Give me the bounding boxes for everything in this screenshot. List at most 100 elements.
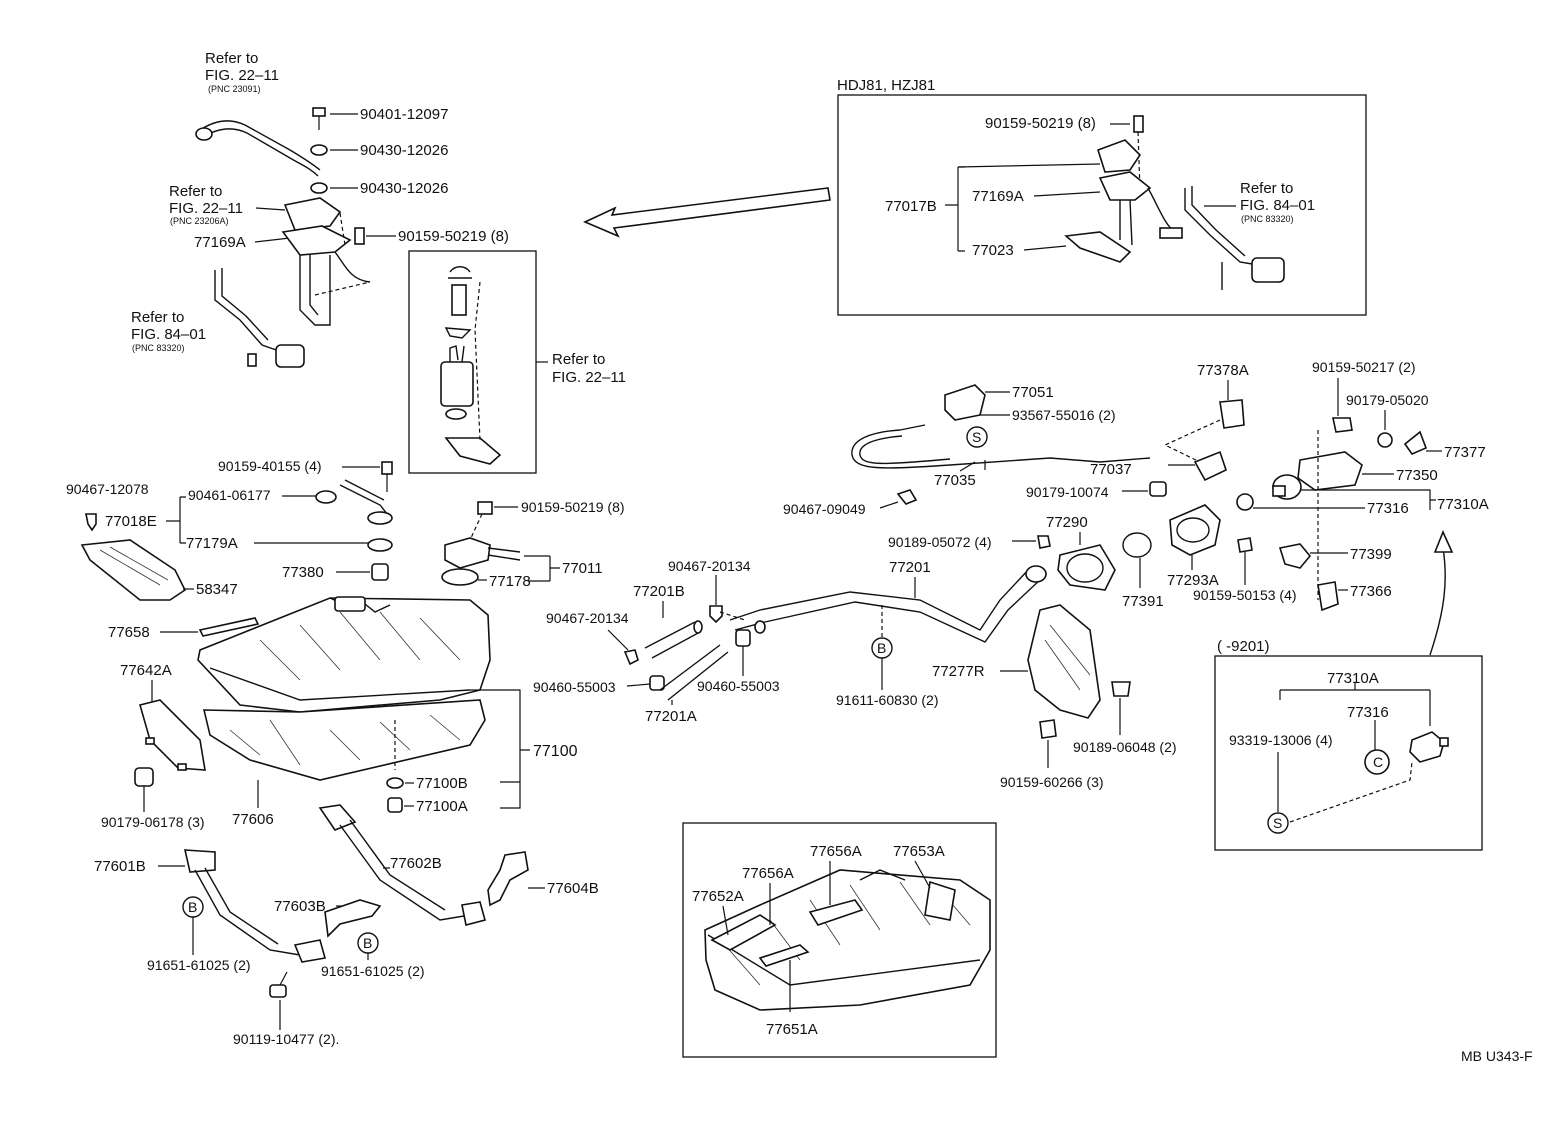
nut-90179-06178: 90179-06178 (3) <box>101 767 205 830</box>
label-90159-50219-a: 90159-50219 (8) <box>398 228 509 245</box>
label-77606: 77606 <box>232 811 274 828</box>
bolt-symbol-b-b: B 91651-61025 (2) <box>321 932 425 979</box>
ref-fig-84-01-a: Refer to FIG. 84–01 (PNC 83320) <box>131 309 206 353</box>
filler-pipe-77201: 77201 <box>719 559 1047 643</box>
label-90467-20134-b: 90467-20134 <box>546 610 629 626</box>
label-77310a-a: 77310A <box>1437 496 1489 513</box>
pnc-23206a-text: (PNC 23206A) <box>170 216 229 226</box>
label-90460-55003-a: 90460-55003 <box>533 679 616 695</box>
gasket-77316-a: 77316 <box>1236 493 1409 517</box>
label-77178: 77178 <box>489 573 531 590</box>
fig-84-01-text: FIG. 84–01 <box>1240 197 1315 214</box>
band-77601b: 77601B <box>94 849 327 963</box>
label-90159-50153: 90159-50153 (4) <box>1193 587 1297 603</box>
label-90159-40155: 90159-40155 (4) <box>218 458 322 474</box>
ref-fig-84-01-b: Refer to FIG. 84–01 (PNC 83320) <box>1204 180 1315 224</box>
plug-77100a: 77100A <box>387 797 468 815</box>
refer-to-text: Refer to <box>1240 180 1293 197</box>
refer-to-text: Refer to <box>552 351 605 368</box>
washer-90430-b: 90430-12026 <box>310 180 448 197</box>
bolt-90119-10477: 90119-10477 (2). <box>233 971 339 1047</box>
range-box: ( -9201) 77310A 77316 C 93319-13006 (4) … <box>1214 638 1483 851</box>
bolt-symbol-b-a: B 91651-61025 (2) <box>147 896 251 973</box>
pnc-23091-text: (PNC 23091) <box>208 84 261 94</box>
refer-to-text: Refer to <box>169 183 222 200</box>
label-77310a-b: 77310A <box>1327 670 1379 687</box>
s-symbol: S <box>972 429 981 445</box>
figure-id: MB U343-F <box>1461 1048 1533 1064</box>
label-77652a: 77652A <box>692 888 744 905</box>
label-77651a: 77651A <box>766 1021 818 1038</box>
label-77601b: 77601B <box>94 858 146 875</box>
s-symbol: S <box>1273 815 1282 831</box>
label-77380: 77380 <box>282 564 324 581</box>
fuel-tank-77100: 77100 <box>197 596 578 809</box>
pnc-83320-text: (PNC 83320) <box>132 343 185 353</box>
label-77023: 77023 <box>972 242 1014 259</box>
label-77277r: 77277R <box>932 663 985 680</box>
label-77366: 77366 <box>1350 583 1392 600</box>
refer-to-text: Refer to <box>131 309 184 326</box>
label-77201b: 77201B <box>633 583 685 600</box>
screw-90159-40155: 90159-40155 (4) <box>218 458 393 492</box>
label-77658: 77658 <box>108 624 150 641</box>
label-77179a: 77179A <box>186 535 238 552</box>
arrow-up-icon <box>1429 529 1454 656</box>
washer-90430-a: 90430-12026 <box>310 142 448 159</box>
label-58347: 58347 <box>196 581 238 598</box>
label-77169a-a: 77169A <box>194 234 246 251</box>
label-77017b: 77017B <box>885 198 937 215</box>
label-77604b: 77604B <box>547 880 599 897</box>
label-77100a: 77100A <box>416 798 468 815</box>
label-77653a: 77653A <box>893 843 945 860</box>
screw-90159-50219-c: 90159-50219 (8) <box>469 499 625 541</box>
cable-77035: 77035 <box>851 424 1151 489</box>
bolt-90401: 90401-12097 <box>312 106 448 130</box>
b-symbol: B <box>363 935 372 951</box>
c-symbol: C <box>1373 754 1383 770</box>
label-77391: 77391 <box>1122 593 1164 610</box>
label-90179-05020: 90179-05020 <box>1346 392 1429 408</box>
label-90159-60266: 90159-60266 (3) <box>1000 774 1104 790</box>
bolt-symbol-b-c: B 91611-60830 (2) <box>836 605 938 708</box>
screw-90159-50217: 90159-50217 (2) <box>1312 359 1416 433</box>
nut-90179-10074: 90179-10074 <box>1026 481 1167 500</box>
band-77602b: 77602B <box>318 804 486 926</box>
b-symbol: B <box>188 899 197 915</box>
label-90467-09049: 90467-09049 <box>783 501 866 517</box>
label-90189-05072: 90189-05072 (4) <box>888 534 992 550</box>
label-77037: 77037 <box>1090 461 1132 478</box>
retainer-77399: 77399 <box>1278 543 1392 569</box>
screw-90159-50153: 90159-50153 (4) <box>1193 537 1297 603</box>
label-77399: 77399 <box>1350 546 1392 563</box>
clamp-90460-55003-b: 90460-55003 <box>697 629 780 694</box>
label-90467-20134-a: 90467-20134 <box>668 558 751 574</box>
label-77603b: 77603B <box>274 898 326 915</box>
clip-90189-06048: 90189-06048 (2) <box>1073 681 1177 755</box>
clip-90467-12078 <box>85 513 97 532</box>
label-77293a: 77293A <box>1167 572 1219 589</box>
pnc-83320-text: (PNC 83320) <box>1241 214 1294 224</box>
strip-77658: 77658 <box>108 617 260 641</box>
label-77169a-b: 77169A <box>972 188 1024 205</box>
fuel-line-77011: 77011 77178 <box>441 537 603 590</box>
label-90430-12026-a: 90430-12026 <box>360 142 448 159</box>
arrow-left-icon <box>583 187 831 238</box>
screw-90159-50219-b: 90159-50219 (8) <box>985 115 1144 191</box>
label-91651-61025-b: 91651-61025 (2) <box>321 963 425 979</box>
label-90460-55003-b: 90460-55003 <box>697 678 780 694</box>
tank-protector-box: 77656A 77653A 77656A 77652A 77651A <box>682 822 997 1058</box>
label-77656a-a: 77656A <box>810 843 862 860</box>
label-90430-12026-b: 90430-12026 <box>360 180 448 197</box>
protector-58347: 58347 <box>80 539 238 601</box>
label-77011: 77011 <box>562 560 603 577</box>
cap-77310a: 77310A <box>1272 474 1489 513</box>
cover-77290: 77290 <box>1046 514 1116 591</box>
sender-gauge-hdj <box>1064 139 1183 263</box>
lid-77350: 77350 <box>1297 451 1438 491</box>
float-arm-a <box>214 268 305 368</box>
housing-77293a: 77293A <box>1167 504 1221 589</box>
clip-90467-20134-b: 90467-20134 <box>546 610 639 666</box>
bracket-77051: 77051 93567-55016 (2) S <box>944 384 1116 448</box>
hose-77201b: 77201B <box>633 583 703 659</box>
